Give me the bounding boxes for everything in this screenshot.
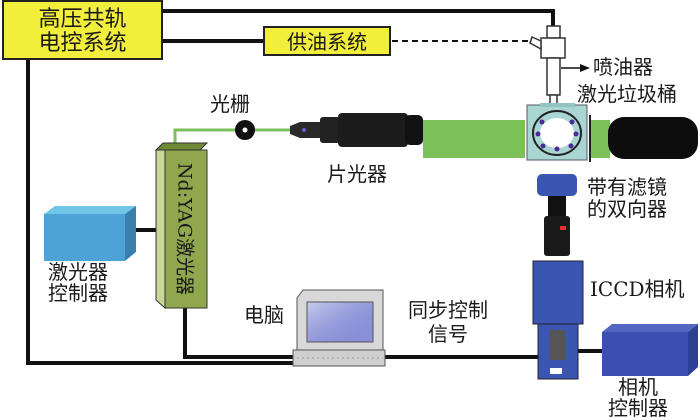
injector-label: 喷油器	[593, 55, 653, 79]
filtered-bidirectional-line1: 带有滤镜	[587, 175, 667, 199]
fuel-supply-label: 供油系统	[287, 30, 367, 54]
laser-controller-label: 激光器 控制器	[48, 262, 108, 304]
sync-signal-line1: 同步控制	[408, 298, 488, 322]
grating-icon	[235, 120, 255, 140]
nd-yag-laser-label: Nd:YAG激光器	[173, 162, 196, 296]
injector-icon	[529, 25, 566, 106]
hp-common-rail-ecu-box: 高压共轨 电控系统	[2, 0, 163, 60]
laser-controller-line2: 控制器	[48, 281, 108, 305]
arrow-icon	[561, 64, 590, 72]
fuel-supply-system-box: 供油系统	[263, 26, 391, 56]
iccd-camera-icon	[532, 260, 584, 380]
laser-sheet-beam	[423, 120, 525, 158]
wire-laser-to-computer	[183, 308, 295, 359]
camera-controller-line2: 控制器	[608, 396, 668, 420]
laser-dump-icon	[608, 117, 698, 159]
computer-icon	[292, 289, 386, 367]
grating-label: 光栅	[210, 92, 250, 116]
filtered-bidirectional-line2: 的双向器	[587, 197, 667, 221]
wire-ecu-to-injector	[163, 9, 555, 26]
filtered-bidirectional-icon	[537, 174, 577, 256]
iccd-camera-label: ICCD相机	[590, 277, 685, 301]
camera-controller-label: 相机 控制器	[608, 377, 668, 419]
sync-signal-label: 同步控制 信号	[408, 298, 488, 346]
sync-signal-line2: 信号	[428, 322, 468, 346]
optical-chamber-icon	[526, 103, 591, 162]
ecu-label-line2: 电控系统	[38, 31, 127, 56]
sheet-optics-label: 片光器	[327, 162, 387, 186]
camera-controller-icon	[602, 324, 698, 376]
wires	[26, 9, 603, 365]
nd-yag-laser-icon	[154, 142, 209, 310]
filtered-bidirectional-label: 带有滤镜 的双向器	[587, 176, 667, 220]
camera-controller-line1: 相机	[618, 375, 658, 399]
sheet-optics-icon	[290, 113, 423, 147]
laser-controller-icon	[44, 206, 136, 261]
wire-ecu-to-computer	[26, 58, 295, 365]
laser-controller-line1: 激光器	[48, 260, 108, 284]
ecu-label-line1: 高压共轨	[38, 7, 127, 32]
laser-dump-label: 激光垃圾桶	[577, 82, 677, 106]
computer-label: 电脑	[244, 303, 284, 327]
laser-sheet-beam-exit	[590, 120, 610, 158]
